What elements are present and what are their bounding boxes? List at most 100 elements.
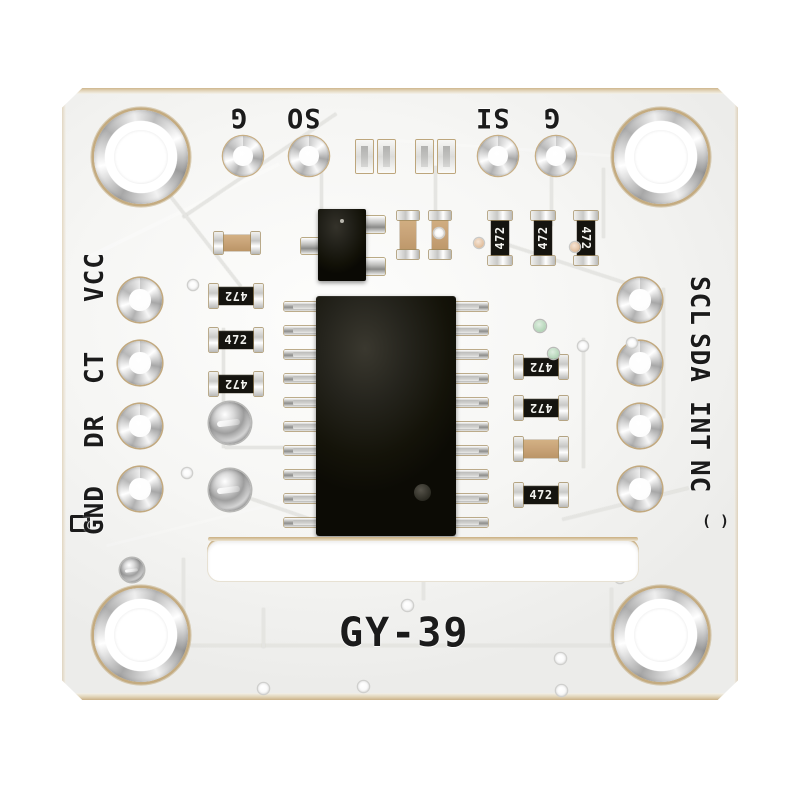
header-pad-right-scl[interactable] [618, 278, 662, 322]
pad-slot [420, 145, 429, 168]
pad-bore [629, 352, 651, 374]
plated-via-bottom-left [120, 558, 144, 582]
cap-terminal [429, 250, 451, 259]
resistor-terminal [254, 328, 263, 352]
pcb-edge-bottom [62, 693, 738, 700]
resistor-terminal [559, 483, 568, 507]
header-pad-top-si[interactable] [478, 136, 518, 176]
resistor-terminal [514, 483, 523, 507]
ic-pin [440, 470, 488, 479]
header-pad-left-ct[interactable] [118, 341, 162, 385]
board-slot-cutout [207, 537, 639, 582]
header-label-left-vcc: VCC [80, 252, 110, 302]
via [258, 683, 269, 694]
resistor-terminal [209, 328, 218, 352]
resistor-terminal [254, 284, 263, 308]
ic-pin [284, 374, 332, 383]
header-label-top-g1: G [230, 102, 248, 133]
sot23-pin [361, 216, 385, 233]
header-pad-top-g2[interactable] [536, 136, 576, 176]
resistor-terminal [531, 256, 555, 265]
resistor-code: 472 [224, 333, 248, 347]
header-pad-left-vcc[interactable] [118, 278, 162, 322]
resistor-terminal [488, 211, 512, 220]
header-pad-right-sda[interactable] [618, 341, 662, 385]
via [556, 685, 567, 696]
pcb-trace [662, 288, 665, 418]
pad-bore [129, 289, 151, 311]
resistor-terminal [574, 256, 598, 265]
via [627, 338, 637, 348]
via [188, 280, 198, 290]
resistor-code: 472 [529, 401, 553, 415]
pad-slot [382, 145, 391, 168]
pad-bore [488, 146, 508, 166]
header-pad-top-g1[interactable] [223, 136, 263, 176]
resistor-code: 472 [536, 226, 550, 250]
header-label-top-si: SI [475, 102, 510, 133]
resistor-472-left-3: 472 [209, 372, 263, 396]
cap-terminal [397, 211, 419, 220]
ic-pin [440, 302, 488, 311]
board-name-silkscreen: GY-39 [339, 610, 470, 656]
corner-mounting-hole [614, 588, 708, 682]
via [534, 320, 546, 332]
pad-slot [360, 145, 369, 168]
header-pad-right-int[interactable] [618, 404, 662, 448]
pcb-trace [184, 644, 614, 647]
mounting-hole-bore [113, 607, 169, 663]
via [434, 228, 444, 238]
resistor-code: 472 [493, 226, 507, 250]
header-label-left-ct: CT [80, 350, 110, 384]
header-pad-right-nc[interactable] [618, 467, 662, 511]
corner-mounting-hole [614, 110, 708, 204]
resistor-terminal [531, 211, 555, 220]
resistor-terminal [209, 284, 218, 308]
cap-terminal [559, 437, 568, 461]
unpopulated-smd-pad [378, 140, 395, 173]
ic-pin [440, 494, 488, 503]
pad-bore [299, 146, 319, 166]
header-pad-top-so[interactable] [289, 136, 329, 176]
resistor-472-right-3: 472 [514, 483, 568, 507]
resistor-terminal [488, 256, 512, 265]
slot-rim [208, 537, 638, 541]
via [570, 242, 580, 252]
resistor-code: 472 [224, 289, 248, 303]
resistor-terminal [559, 396, 568, 420]
resistor-terminal [574, 211, 598, 220]
pcb-edge-top [62, 88, 738, 94]
ic-pin [440, 350, 488, 359]
pcb-trace [602, 168, 605, 238]
resistor-472-tr-3: 472 [574, 211, 598, 265]
pad-bore [129, 415, 151, 437]
mounting-hole-bore [633, 129, 689, 185]
pcb-trace [550, 166, 553, 226]
cap-terminal [214, 232, 223, 254]
pad-bore [629, 289, 651, 311]
pad-bore [233, 146, 253, 166]
blob-highlight [124, 567, 139, 573]
header-pad-left-gnd[interactable] [118, 467, 162, 511]
pcb-trace [434, 166, 437, 220]
corner-mounting-hole [94, 110, 188, 204]
sot23-pin [301, 238, 323, 254]
unpopulated-smd-pad [356, 140, 373, 173]
unpopulated-smd-pad [416, 140, 433, 173]
test-point-blob [209, 402, 251, 444]
ic-pin [284, 494, 332, 503]
resistor-code: 472 [529, 488, 553, 502]
resistor-terminal [559, 355, 568, 379]
via [555, 653, 566, 664]
ic-pin [284, 398, 332, 407]
pcb-edge-left [62, 88, 66, 700]
pad-bore [129, 478, 151, 500]
ic-pin1-marker [414, 484, 431, 501]
header-pad-left-dr[interactable] [118, 404, 162, 448]
mounting-hole-bore [633, 607, 689, 663]
pcb-edge-right [734, 88, 738, 700]
resistor-472-right-1: 472 [514, 355, 568, 379]
ic-pin [284, 350, 332, 359]
pad-slot [442, 145, 451, 168]
